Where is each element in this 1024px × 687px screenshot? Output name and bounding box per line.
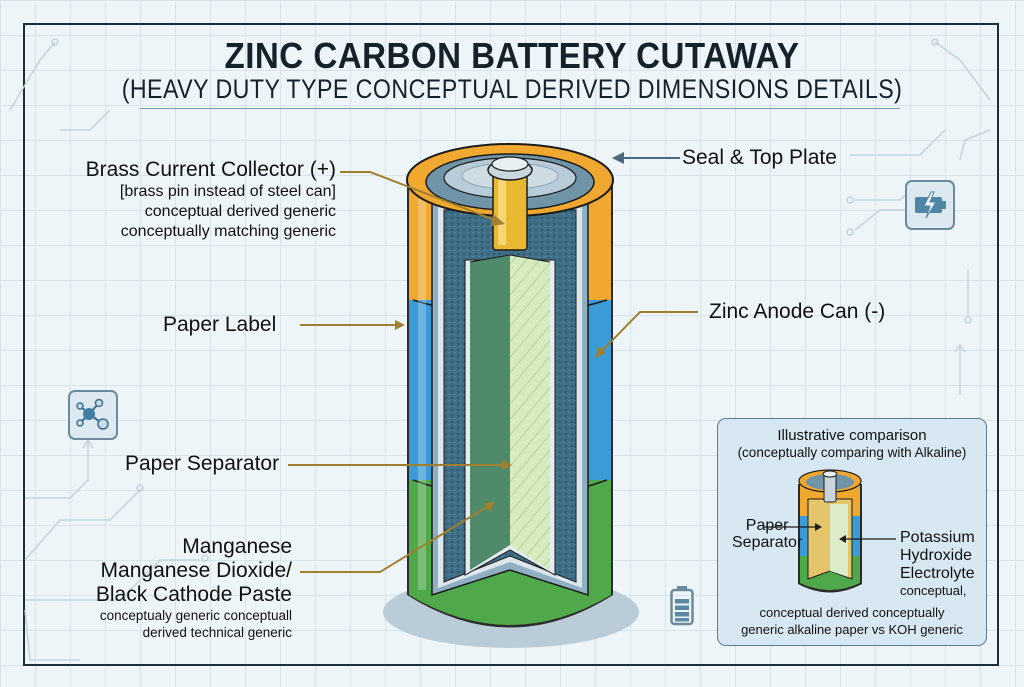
inset-note-3: generic alkaline paper vs KOH generic (741, 622, 963, 637)
brass-collector-note-1: [brass pin instead of steel can] (119, 183, 336, 200)
brass-collector-note-2: conceptual derived generic (144, 203, 336, 220)
diagram-frame (23, 23, 999, 666)
page-title: ZINC CARBON BATTERY CUTAWAY (224, 35, 800, 76)
paper-separator-label: Paper Separator (125, 452, 280, 475)
brass-collector-note-3: conceptually matching generic (120, 223, 336, 240)
cathode-line-3: Black Cathode Paste (95, 583, 292, 606)
alkaline-comparison-inset: Illustrative comparison (conceptually co… (717, 418, 987, 646)
cathode-label: Manganese Manganese Dioxide/ Black Catho… (40, 535, 292, 641)
inset-title: Illustrative comparison (777, 427, 927, 444)
cathode-note-1: conceptualy generic conceptuall (99, 608, 292, 623)
alkaline-battery-illustration (764, 469, 896, 593)
paper-label-label: Paper Label (163, 313, 277, 336)
page-subtitle: (HEAVY DUTY TYPE CONCEPTUAL DERIVED DIME… (121, 74, 903, 104)
inset-right-line-1: Potassium (900, 529, 975, 546)
seal-top-plate-label: Seal & Top Plate (682, 146, 837, 169)
cathode-note-2: derived technical generic (142, 625, 292, 640)
inset-note-1: conceptual, (900, 583, 967, 598)
cathode-line-1: Manganese (182, 535, 292, 558)
inset-subtitle: (conceptually comparing with Alkaline) (737, 445, 967, 460)
title-underline (140, 108, 900, 109)
battery-level-icon (670, 586, 694, 626)
inset-left-line-1: Paper (745, 517, 789, 534)
zinc-anode-label: Zinc Anode Can (-) (709, 300, 886, 323)
cathode-line-2: Manganese Dioxide/ (100, 559, 292, 582)
inset-paper-separator-label: Paper Separator (732, 517, 802, 551)
brass-collector-label: Brass Current Collector (+) [brass pin i… (40, 158, 336, 242)
inset-right-line-2: Hydroxide (900, 547, 973, 564)
molecule-icon (68, 390, 118, 440)
brass-collector-title: Brass Current Collector (+) (85, 158, 336, 181)
inset-koh-label: Potassium Hydroxide Electrolyte conceptu… (900, 529, 975, 599)
inset-left-line-2: Separator (732, 534, 803, 551)
inset-right-line-3: Electrolyte (900, 565, 975, 582)
inset-note-2: conceptual derived conceptually (759, 605, 945, 620)
battery-charging-icon (905, 180, 955, 230)
